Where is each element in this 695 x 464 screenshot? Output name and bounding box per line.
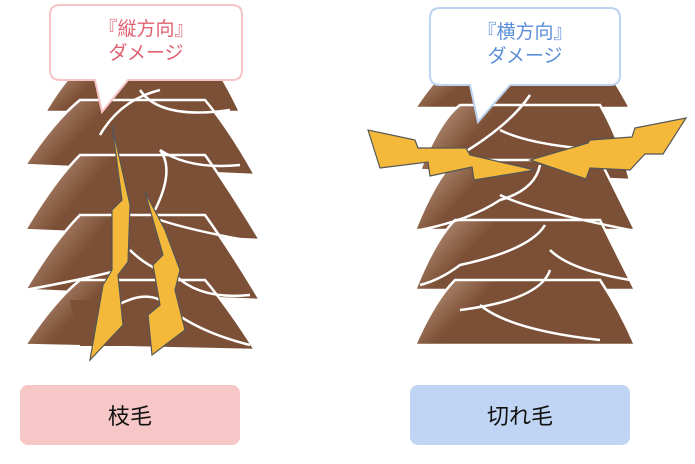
damage-type-title: 『横方向』 bbox=[477, 21, 573, 43]
lightning-bolt-icon bbox=[89, 124, 186, 362]
split-ends-label-text: 枝毛 bbox=[107, 405, 152, 430]
broken-hair-label-text: 切れ毛 bbox=[486, 405, 553, 430]
split-ends-label: 枝毛 bbox=[20, 385, 240, 445]
speech-bubble bbox=[49, 4, 243, 115]
damage-type-caption: 『横方向』 ダメージ bbox=[430, 20, 620, 68]
damage-type-title: 『縦方向』 bbox=[98, 18, 194, 40]
broken-hair-label: 切れ毛 bbox=[410, 385, 630, 445]
damage-type-caption: 『縦方向』 ダメージ bbox=[50, 17, 242, 65]
split-ends-panel: 『縦方向』 ダメージ 枝毛 bbox=[0, 0, 300, 464]
hair-shaft-illustration-vertical-damage bbox=[22, 4, 263, 362]
hair-shaft-illustration-horizontal-damage bbox=[367, 7, 688, 347]
damage-type-subtitle: ダメージ bbox=[108, 42, 184, 64]
damage-type-subtitle: ダメージ bbox=[487, 45, 563, 67]
hair-shaft bbox=[22, 58, 263, 352]
lightning-bolt-icon bbox=[367, 117, 688, 181]
broken-hair-panel: 『横方向』 ダメージ 切れ毛 bbox=[360, 0, 695, 464]
hair-shaft bbox=[412, 58, 638, 347]
speech-bubble bbox=[429, 7, 621, 125]
